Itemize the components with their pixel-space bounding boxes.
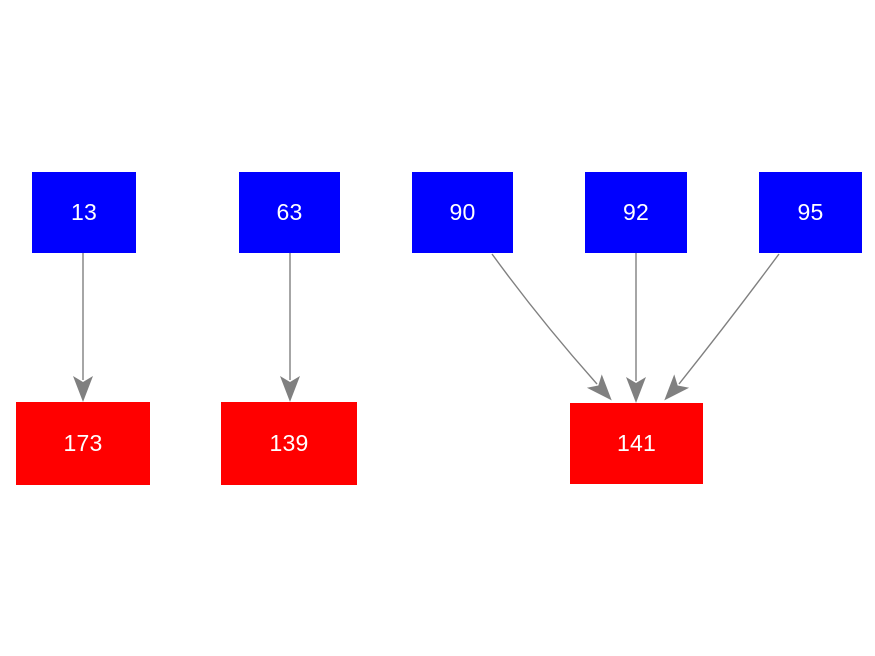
- node-13[interactable]: 13: [32, 172, 136, 253]
- node-label: 173: [63, 430, 103, 456]
- node-92[interactable]: 92: [585, 172, 687, 253]
- arrowhead-icon: [280, 376, 300, 402]
- node-139[interactable]: 139: [221, 402, 357, 485]
- edge-63-to-139: [280, 253, 300, 402]
- node-90[interactable]: 90: [412, 172, 513, 253]
- edge-92-to-141: [626, 253, 646, 403]
- node-95[interactable]: 95: [759, 172, 862, 253]
- edge-line: [491, 253, 598, 385]
- node-label: 90: [449, 199, 476, 225]
- node-label: 139: [269, 430, 309, 456]
- node-label: 95: [797, 199, 824, 225]
- node-label: 141: [617, 430, 656, 456]
- arrowhead-icon: [73, 376, 93, 402]
- node-173[interactable]: 173: [16, 402, 150, 485]
- node-label: 92: [623, 199, 649, 225]
- edge-13-to-173: [73, 253, 93, 402]
- node-label: 63: [276, 199, 303, 225]
- edge-line: [678, 253, 780, 385]
- arrowhead-icon: [626, 377, 646, 403]
- node-63[interactable]: 63: [239, 172, 340, 253]
- node-label: 13: [71, 199, 97, 225]
- node-141[interactable]: 141: [570, 403, 703, 484]
- edge-95-to-141: [664, 253, 780, 401]
- edge-90-to-141: [491, 253, 612, 401]
